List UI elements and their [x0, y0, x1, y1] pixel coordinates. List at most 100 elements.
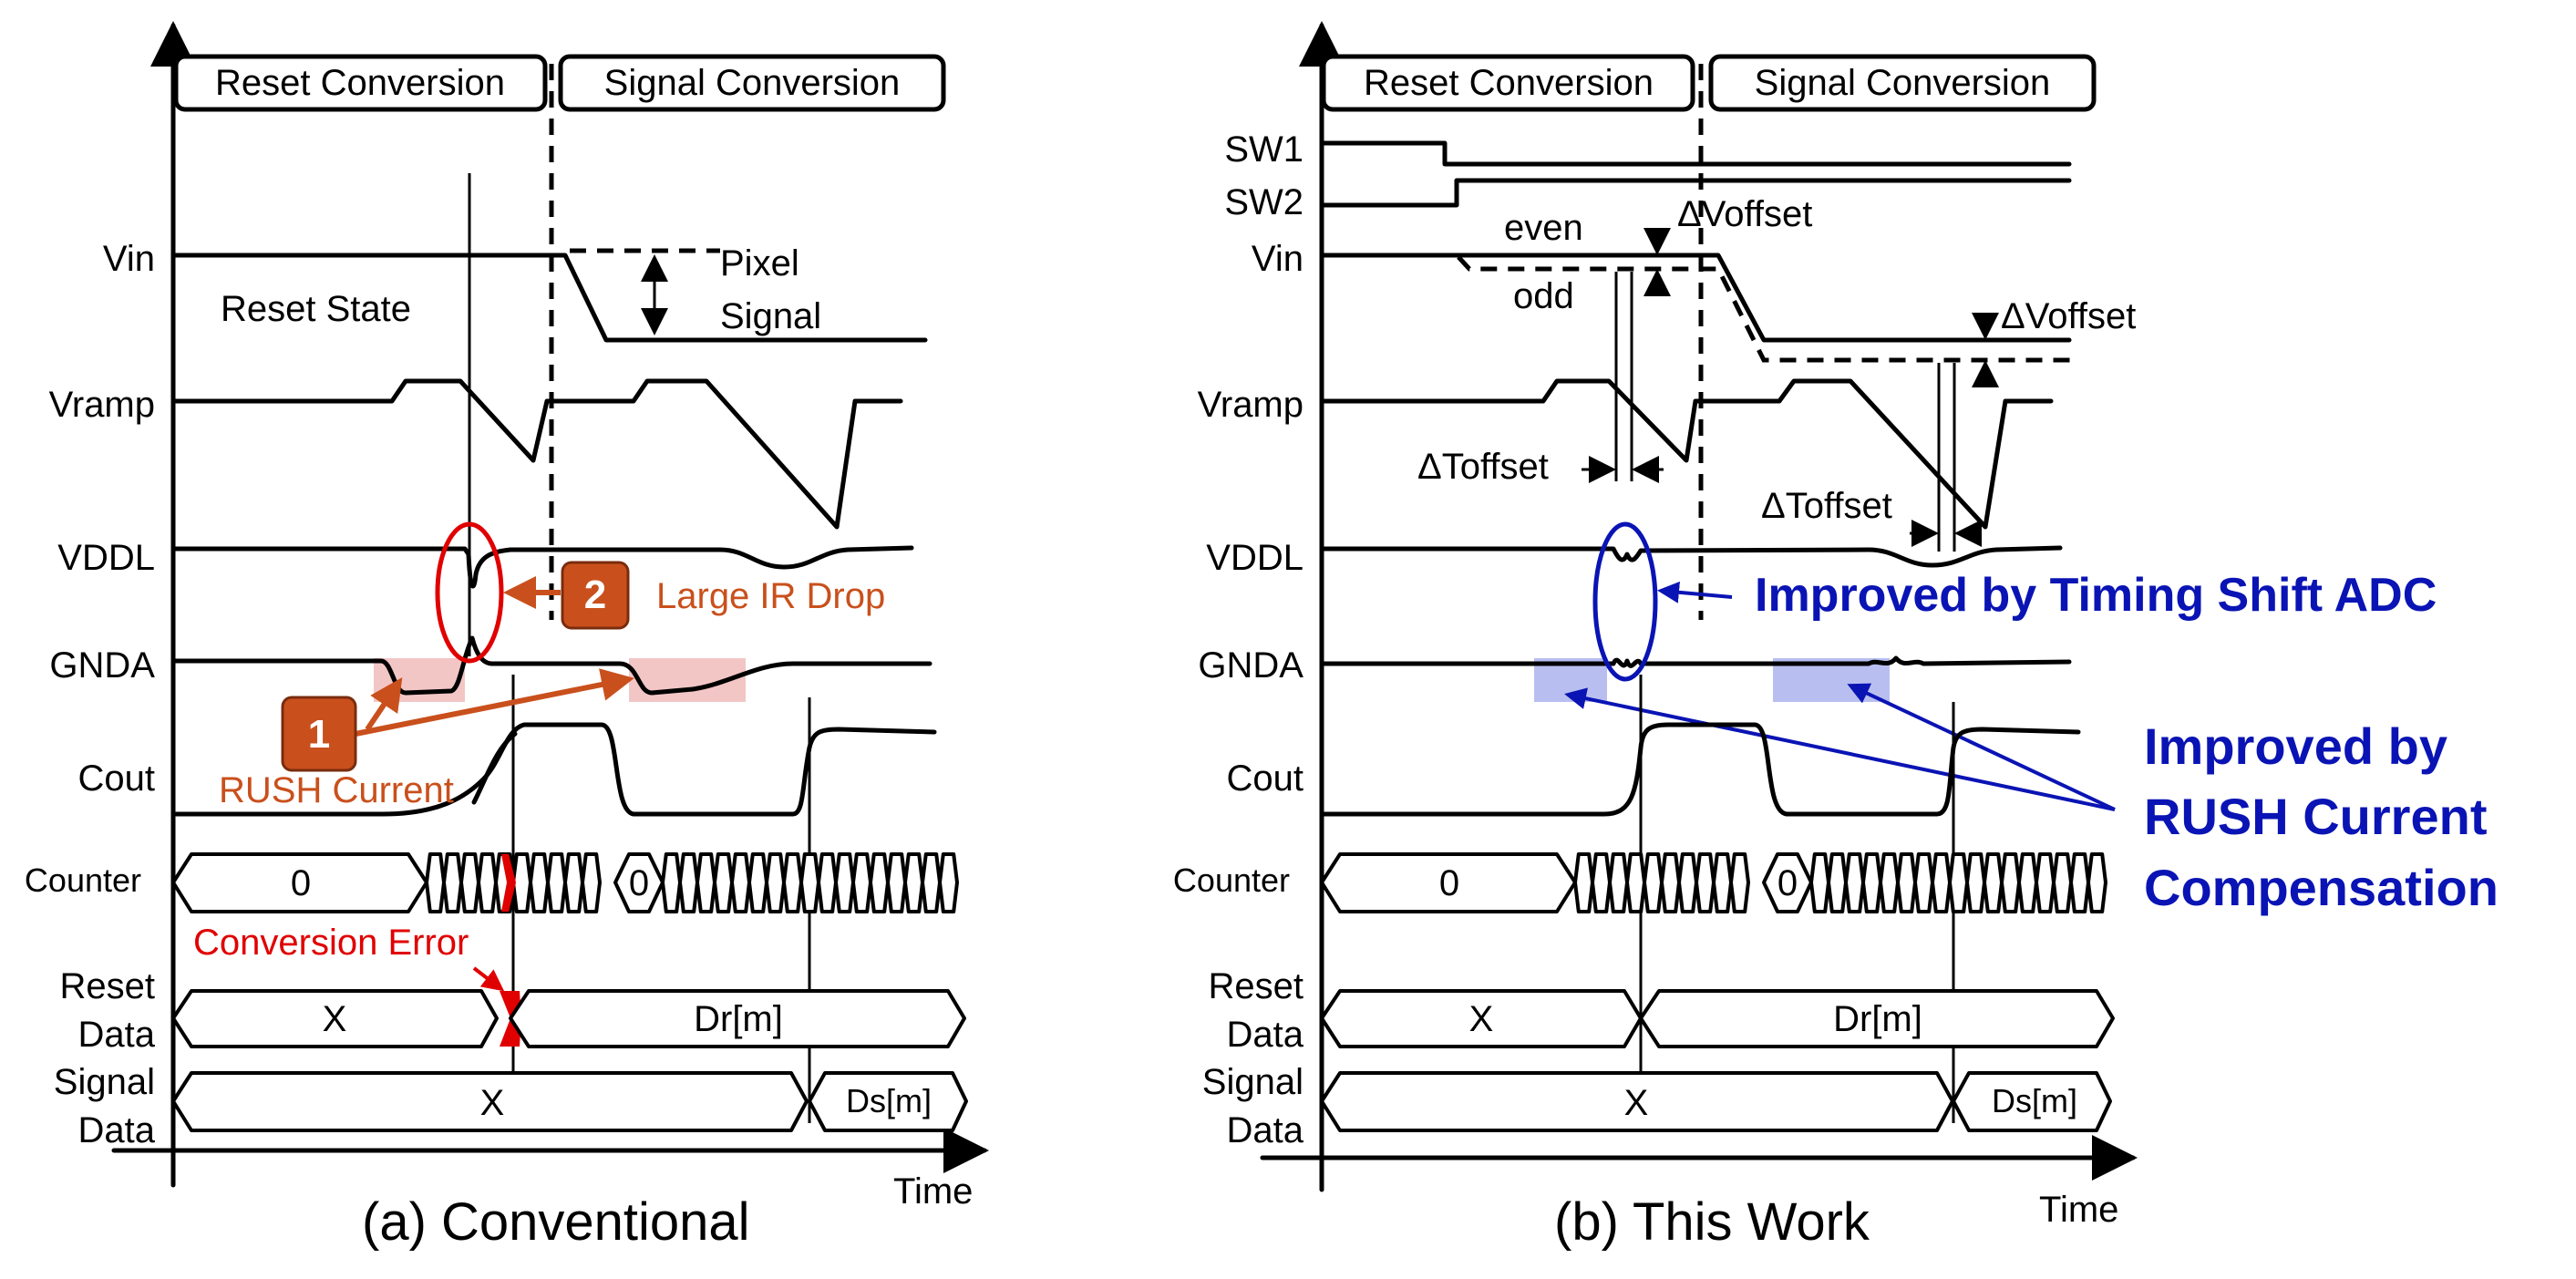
- reset-state-text: Reset State: [221, 289, 411, 329]
- cout-waveform-left: [170, 722, 937, 817]
- badge-1-text: 1: [308, 712, 330, 757]
- improved-rush-text-3: Compensation: [2144, 859, 2499, 916]
- improved-rush-text-2: RUSH Current: [2144, 788, 2487, 845]
- timing-shift-arrow: [1657, 581, 1733, 603]
- time-label-left: Time: [893, 1171, 973, 1212]
- counter-toggle-cell: [851, 852, 872, 913]
- reset-conversion-label-right: Reset Conversion: [1364, 63, 1654, 103]
- counter-toggle-group-right-2: [1809, 852, 2107, 913]
- badge-1: [281, 696, 357, 772]
- counter-toggle-cell: [1879, 852, 1900, 913]
- label-gnda-right: GNDA: [1198, 645, 1303, 686]
- vin-odd-dashed: [1457, 255, 2074, 363]
- reset-conversion-label-left: Reset Conversion: [215, 63, 505, 103]
- counter-toggle-cell: [1844, 852, 1865, 913]
- counter-toggle-cell: [696, 852, 716, 913]
- counter-toggle-cell: [581, 852, 602, 913]
- counter-zero-text-left-2: 0: [629, 863, 649, 903]
- signal-conversion-label-left: Signal Conversion: [604, 63, 901, 103]
- counter-toggle-cell: [1591, 852, 1612, 913]
- label-reset-right: Reset: [1209, 966, 1304, 1006]
- label-vin-right: Vin: [1252, 239, 1303, 279]
- counter-toggle-cell: [1983, 852, 2004, 913]
- reset-conversion-box-right: [1321, 54, 1695, 112]
- counter-toggle-cell: [1712, 852, 1733, 913]
- badge-2-text: 2: [584, 572, 606, 617]
- counter-toggle-cell: [2087, 852, 2107, 913]
- counter-toggle-cell: [2035, 852, 2056, 913]
- compensation-arrow-1: [1564, 687, 2116, 811]
- counter-toggle-cell: [2052, 852, 2073, 913]
- signal-data-ds-hex-right: [1952, 1071, 2112, 1132]
- counter-toggle-cell: [730, 852, 751, 913]
- conversion-error-text: Conversion Error: [193, 923, 469, 963]
- label-gnda-left: GNDA: [49, 645, 155, 686]
- signal-data-ds-text-right: Ds[m]: [1992, 1082, 2077, 1119]
- counter-toggle-cell: [563, 852, 584, 913]
- counter-toggle-cell: [921, 852, 942, 913]
- counter-toggle-cell: [747, 852, 768, 913]
- time-label-right: Time: [2039, 1190, 2118, 1230]
- signal-data-x-text-left: X: [480, 1083, 505, 1123]
- reset-data-dr-text-right: Dr[m]: [1833, 999, 1922, 1039]
- reset-conversion-box-left: [173, 54, 548, 112]
- counter-toggle-cell: [1931, 852, 1952, 913]
- rush-current-text: RUSH Current: [219, 770, 454, 810]
- label-reset-left: Reset: [60, 966, 156, 1006]
- counter-toggle-cell: [459, 852, 480, 913]
- vin-waveform-left: [170, 253, 928, 343]
- counter-toggle-group-right-1: [1573, 852, 1750, 913]
- timing-shift-ellipse: [1592, 521, 1658, 682]
- counter-toggle-cell: [2017, 852, 2038, 913]
- signal-conversion-label-right: Signal Conversion: [1755, 63, 2051, 103]
- counter-toggle-cell: [782, 852, 803, 913]
- label-signal-right: Signal: [1202, 1062, 1303, 1102]
- counter-error-mark: [501, 854, 516, 912]
- counter-toggle-cell: [817, 852, 838, 913]
- label-vddl-left: VDDL: [57, 538, 155, 578]
- counter-toggle-cell: [1948, 852, 1969, 913]
- counter-toggle-cell: [1896, 852, 1917, 913]
- gnda-waveform-right: [1319, 655, 2072, 668]
- panel-this-work: Time Reset Conversion Signal Conversion …: [1173, 21, 2499, 1252]
- label-signal-data-right: Data: [1227, 1110, 1304, 1150]
- signal-data-x-text-right: X: [1624, 1083, 1649, 1123]
- pixel-signal-text-1: Pixel: [720, 243, 799, 284]
- reset-data-x-hex-left: [171, 989, 499, 1048]
- sw1-waveform: [1319, 140, 2072, 167]
- counter-toggle-cell: [765, 852, 786, 913]
- label-signal-data-left: Data: [78, 1110, 156, 1150]
- reset-data-x-text-right: X: [1469, 999, 1494, 1039]
- label-counter-right: Counter: [1173, 861, 1290, 899]
- panel-conventional: Time Reset Conversion Signal Conversion …: [25, 21, 989, 1252]
- counter-toggle-cell: [1695, 852, 1716, 913]
- counter-toggle-cell: [938, 852, 959, 913]
- vddl-waveform-right: [1319, 545, 2063, 568]
- vramp-waveform-right: [1319, 378, 2054, 530]
- counter-toggle-cell: [425, 852, 446, 913]
- reset-data-dr-hex-left: [509, 989, 966, 1048]
- counter-zero-text-right-2: 0: [1777, 863, 1798, 903]
- counter-toggle-cell: [1827, 852, 1848, 913]
- reset-data-x-text-left: X: [323, 999, 347, 1039]
- sw2-waveform: [1319, 178, 2072, 208]
- label-sw2-right: SW2: [1224, 182, 1303, 222]
- vddl-waveform-left: [170, 545, 914, 589]
- counter-toggle-cell: [1677, 852, 1698, 913]
- cout-shifted-edge-left: [471, 731, 518, 805]
- odd-text: odd: [1513, 276, 1574, 316]
- signal-data-x-hex-left: [171, 1071, 809, 1132]
- label-cout-left: Cout: [78, 758, 156, 799]
- ir-drop-highlight-ellipse: [435, 521, 504, 664]
- dvoffset-text-1: ΔVoffset: [1677, 194, 1812, 234]
- vin-waveform-right: [1319, 253, 2072, 343]
- reset-data-dr-hex-right: [1639, 989, 2115, 1048]
- signal-data-ds-text-left: Ds[m]: [846, 1082, 932, 1119]
- label-vin-left: Vin: [103, 239, 155, 279]
- rush-arrow-1: [365, 677, 403, 731]
- label-sw1-right: SW1: [1224, 129, 1303, 170]
- counter-zero-text-left-1: 0: [291, 863, 311, 903]
- counter-toggle-cell: [1729, 852, 1750, 913]
- counter-toggle-cell: [1861, 852, 1882, 913]
